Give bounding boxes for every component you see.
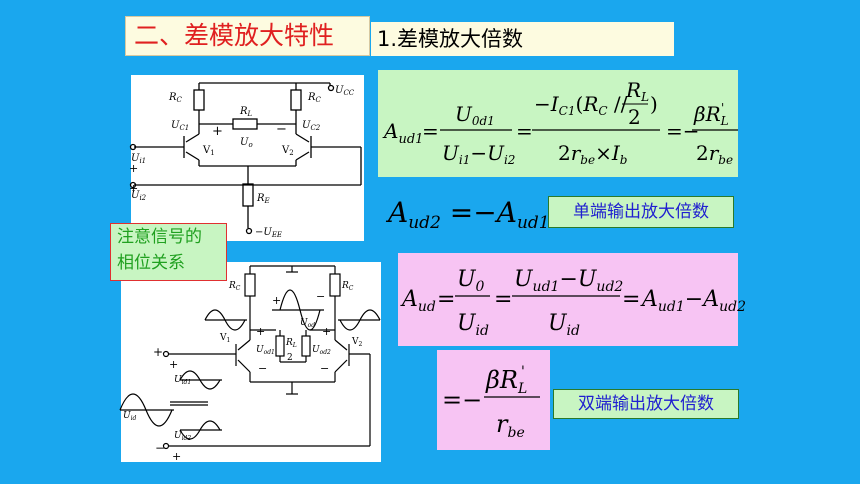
svg-text:rbe: rbe: [496, 410, 525, 441]
svg-text:Uid: Uid: [548, 311, 580, 339]
svg-text:RE: RE: [256, 193, 270, 205]
formula-ad2: Aud2 =−Aud1: [385, 196, 550, 233]
formula-double: =− βRL ' rbe: [442, 364, 540, 441]
svg-text:Uid1: Uid1: [174, 375, 191, 386]
svg-text:+: +: [169, 358, 178, 371]
svg-text:+: +: [272, 294, 281, 307]
svg-text:Uo: Uo: [240, 137, 253, 149]
svg-text:−: −: [276, 122, 287, 137]
svg-text:=: =: [437, 287, 455, 312]
svg-text:−IC1(RC //: −IC1(RC //: [534, 92, 628, 118]
phase-note-line2: 相位关系: [117, 253, 185, 273]
svg-text:V1: V1: [219, 333, 230, 344]
svg-text:UC1: UC1: [171, 120, 189, 132]
svg-text:Aud1−Aud2: Aud1−Aud2: [640, 287, 746, 315]
svg-text:V1: V1: [202, 145, 215, 157]
formula-panel-double: [437, 350, 550, 450]
svg-text:−: −: [258, 362, 267, 375]
svg-text:': ': [721, 101, 724, 115]
svg-text:+: +: [172, 450, 181, 463]
svg-text:−: −: [320, 362, 329, 375]
svg-text:RC: RC: [341, 281, 354, 292]
svg-text:Uid: Uid: [123, 411, 137, 422]
svg-text:RL: RL: [239, 106, 253, 118]
svg-text:Uid: Uid: [457, 311, 489, 339]
svg-text:+: +: [129, 162, 138, 175]
svg-text:Uod: Uod: [300, 318, 315, 329]
svg-text:+: +: [129, 182, 138, 195]
svg-text:V2: V2: [351, 337, 363, 348]
svg-text:Uod2: Uod2: [312, 345, 331, 356]
phase-note-line1: 注意信号的: [117, 227, 202, 247]
waveforms: [119, 289, 381, 440]
phase-note: 注意信号的 相位关系: [110, 223, 227, 281]
svg-text:=−: =−: [442, 386, 482, 414]
svg-text:2rbe: 2rbe: [696, 141, 733, 167]
formula-ad1: Aud1 = U0d1 Ui1−Ui2 = −IC1(RC // RL 2 ) …: [382, 78, 738, 167]
svg-text:2: 2: [628, 105, 641, 129]
svg-text:RL: RL: [285, 338, 297, 349]
f1-lhs: Aud1: [382, 119, 423, 147]
svg-text:−UEE: −UEE: [255, 227, 282, 239]
double-ended-label: 双端输出放大倍数: [553, 389, 739, 419]
svg-text:Aud2 =−Aud1: Aud2 =−Aud1: [385, 196, 550, 233]
formula-panel-ad: [398, 253, 738, 346]
svg-text:=: =: [622, 287, 640, 312]
svg-text:UCC: UCC: [335, 85, 355, 97]
svg-text:Ui1−Ui2: Ui1−Ui2: [442, 141, 515, 167]
label-sub: C: [177, 96, 183, 104]
svg-text:−: −: [316, 290, 325, 303]
svg-text:+: +: [256, 325, 265, 338]
svg-text:RC: RC: [168, 92, 183, 104]
section-title: 二、差模放大特性: [125, 16, 370, 56]
top-circuit-labels: RC RC UCC RL UC1 UC2 Uo V1 V2 Ui1 Ui2 RE…: [129, 85, 355, 239]
formula-ad: Aud = U0 Uid = Uud1−Uud2 Uid = Aud1−Aud2: [400, 267, 746, 339]
svg-text:Uid2: Uid2: [174, 431, 191, 442]
formula-panel-ad1: [378, 70, 738, 177]
svg-text:Uod1: Uod1: [256, 345, 275, 356]
svg-text:=: =: [516, 119, 533, 143]
single-ended-label: 单端输出放大倍数: [548, 196, 734, 228]
svg-text:UC2: UC2: [302, 120, 321, 132]
svg-text:U0: U0: [457, 267, 485, 295]
svg-text:=: =: [422, 119, 439, 143]
svg-text:V2: V2: [281, 145, 294, 157]
svg-text:Aud: Aud: [400, 287, 436, 315]
svg-text:=−: =−: [666, 119, 700, 143]
svg-text:RC: RC: [307, 92, 322, 104]
svg-text:': ': [521, 364, 525, 380]
svg-text:2rbe×Ib: 2rbe×Ib: [558, 141, 627, 167]
svg-text:−: −: [155, 441, 165, 455]
bottom-circuit-drawing: [162, 265, 371, 450]
phase-relationship-circuit: [121, 262, 381, 462]
svg-text:+: +: [212, 124, 223, 139]
svg-text:2: 2: [287, 353, 293, 363]
svg-text:+: +: [322, 325, 331, 338]
subsection-title: 1.差模放大倍数: [371, 22, 674, 56]
svg-text:RC: RC: [228, 281, 241, 292]
top-circuit-drawing: [129, 82, 362, 235]
bottom-circuit-labels: RC RC Uod Uod1 Uod2 V1 V2 RL 2 Uid1 Uid2…: [123, 281, 363, 463]
svg-text:=: =: [494, 287, 512, 312]
svg-text:RL: RL: [625, 78, 649, 104]
svg-text:): ): [650, 92, 658, 116]
svg-text:Uud1−Uud2: Uud1−Uud2: [514, 267, 623, 295]
svg-text:+: +: [153, 345, 163, 359]
svg-text:U0d1: U0d1: [455, 102, 495, 128]
